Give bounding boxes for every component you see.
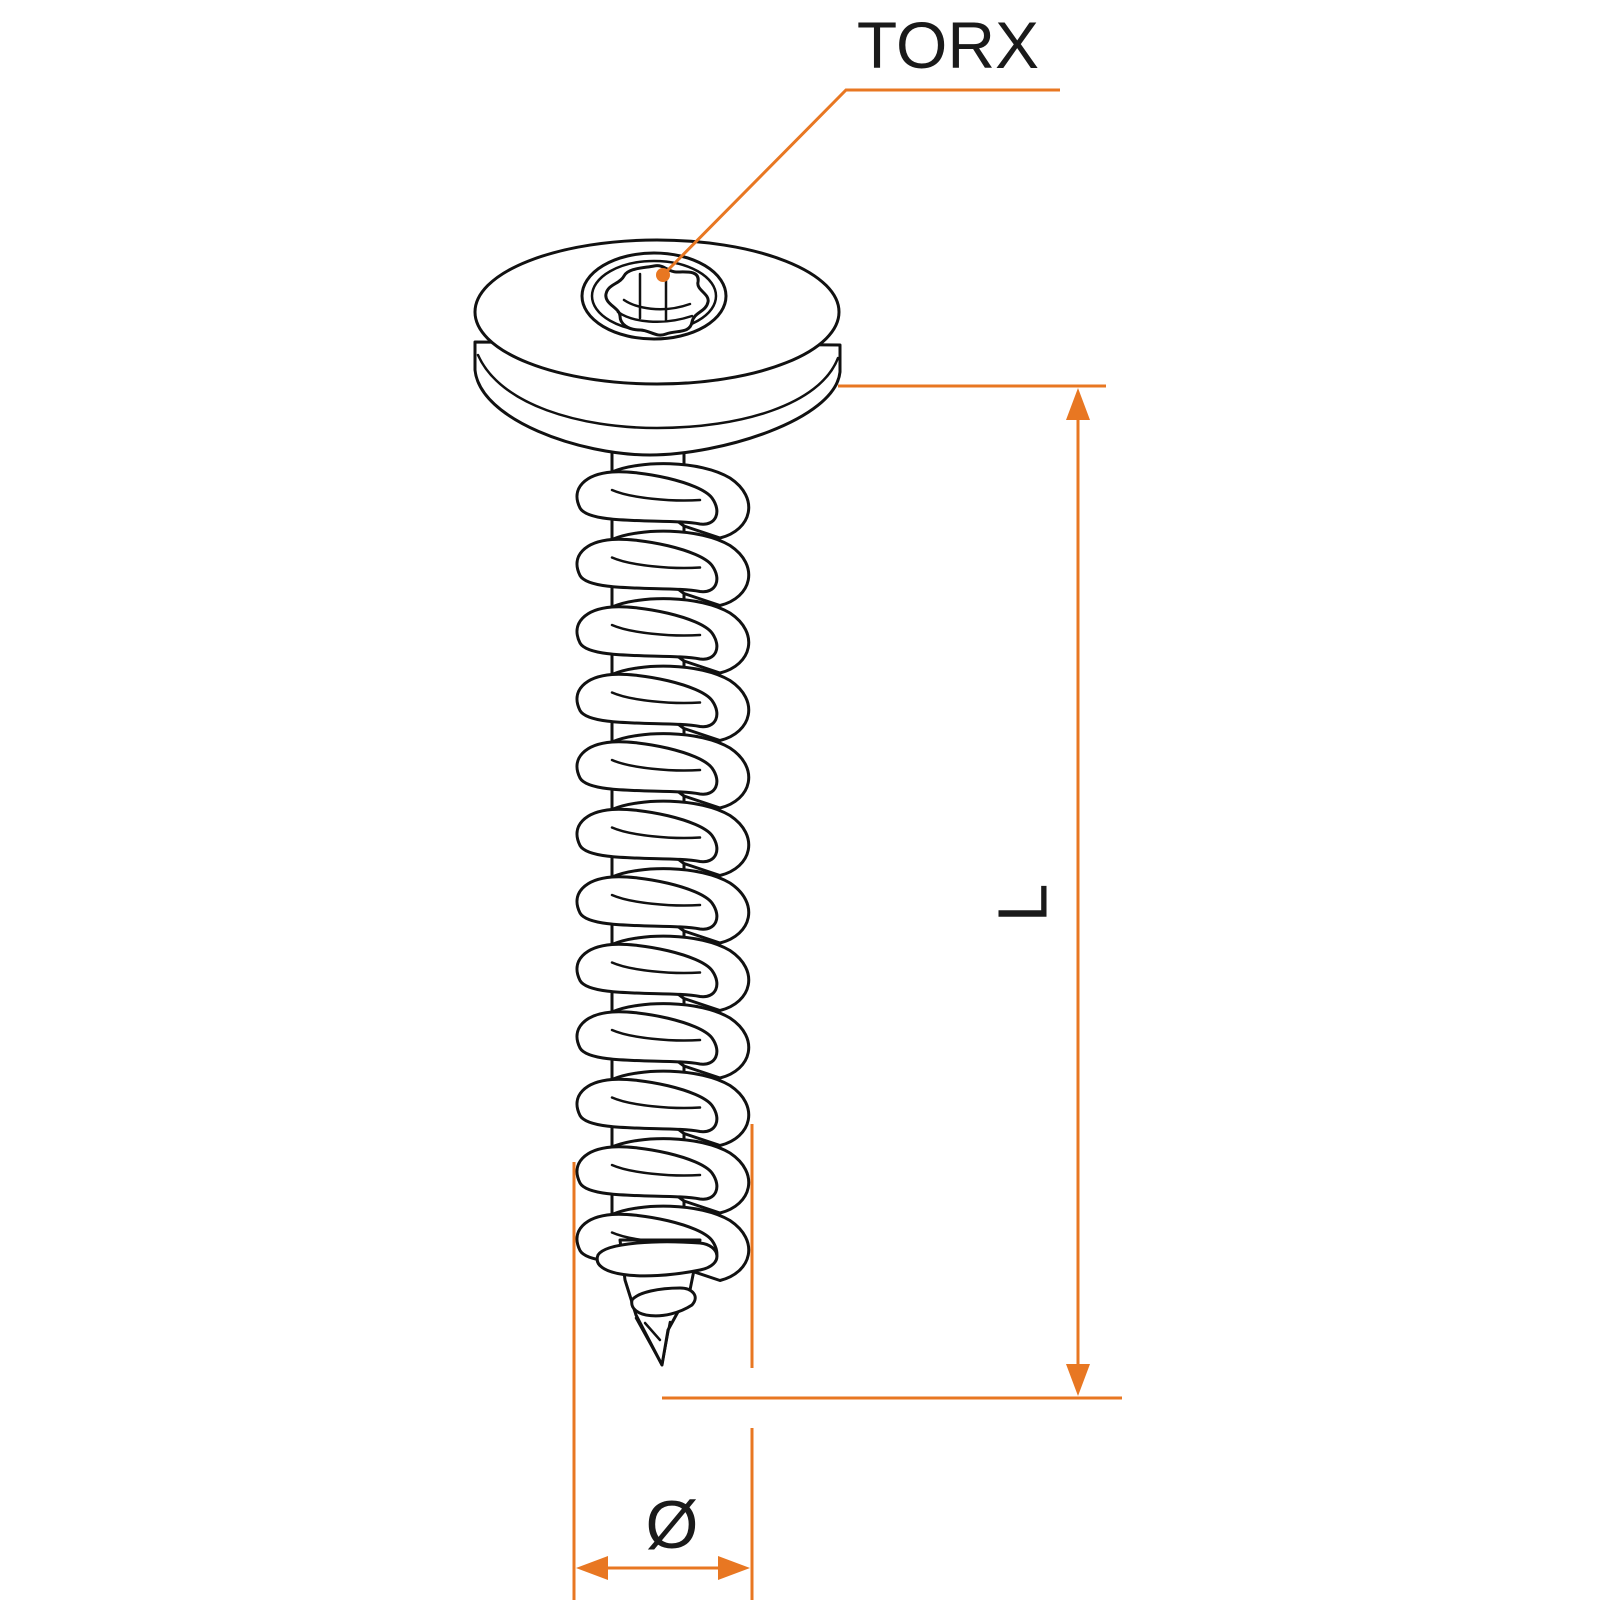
- screw-tip: [595, 1238, 719, 1367]
- length-label: L: [983, 884, 1061, 923]
- length-dimension: L: [662, 384, 1122, 1400]
- thread-crest-line: [610, 623, 702, 637]
- thread-crest-line: [610, 556, 702, 570]
- diameter-dimension: Ø: [572, 1124, 754, 1600]
- thread-crest-line: [610, 758, 702, 772]
- diameter-arrow-right: [718, 1556, 750, 1580]
- thread-crest-line: [610, 1163, 702, 1177]
- thread-crest-line: [610, 961, 702, 975]
- thread-turns: [575, 462, 751, 1282]
- thread-crest-line: [610, 826, 702, 840]
- thread-crest-line: [610, 1028, 702, 1042]
- callout-leader-line: [661, 88, 1060, 277]
- head-rim-line: [476, 353, 840, 430]
- thread-crest-line: [610, 691, 702, 705]
- diameter-arrow-left: [576, 1556, 608, 1580]
- diameter-label: Ø: [646, 1487, 699, 1563]
- thread-crest-line: [610, 1096, 702, 1110]
- screw-shank: [575, 448, 751, 1367]
- torx-recess-icon: [580, 251, 728, 341]
- length-arrow-bottom: [1066, 1364, 1090, 1396]
- length-arrow-top: [1066, 388, 1090, 420]
- callout-dot: [656, 268, 670, 282]
- thread-crest-line: [610, 488, 702, 502]
- torx-label: TORX: [857, 8, 1039, 82]
- thread-crest-line: [610, 893, 702, 907]
- screw-head: [473, 238, 842, 457]
- torx-callout: TORX: [656, 8, 1060, 282]
